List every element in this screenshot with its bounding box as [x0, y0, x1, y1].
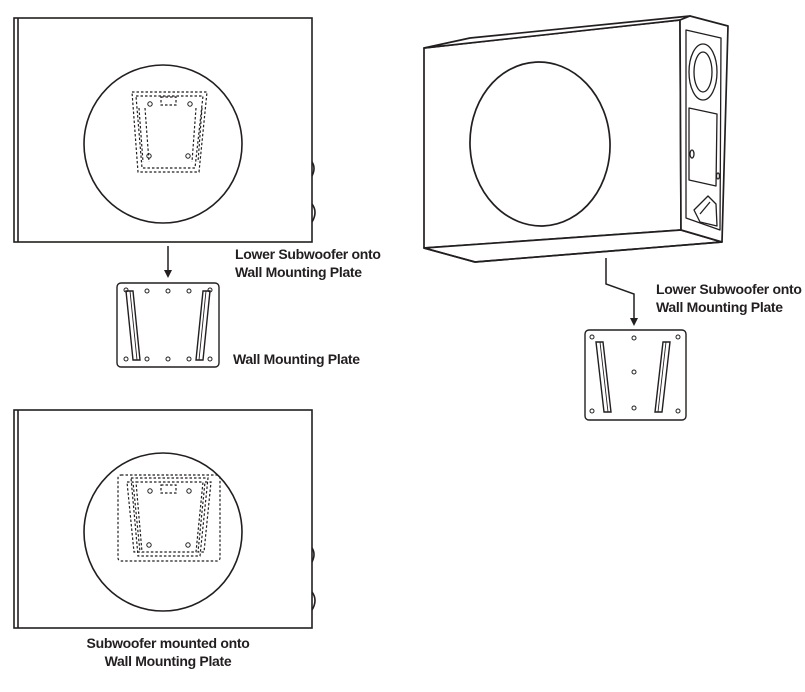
subwoofer-front-view-top [13, 17, 316, 243]
plate-slot-left [595, 341, 612, 413]
hidden-bracket [131, 91, 208, 173]
hidden-bracket [130, 477, 209, 557]
handle-recess [693, 195, 718, 227]
plate-outline [116, 282, 220, 368]
plate-holes [123, 287, 213, 362]
lowering-arrow [605, 258, 638, 326]
bottom-edge [474, 241, 723, 263]
label-line: Wall Mounting Plate [656, 299, 783, 315]
side-bump [311, 591, 316, 611]
label-line: Subwoofer mounted onto [86, 635, 250, 651]
cabinet-front-face [423, 19, 682, 249]
side-bump [311, 161, 315, 177]
port-opening [688, 43, 718, 101]
plate-holes [589, 334, 681, 414]
hidden-plate [117, 474, 221, 562]
label-line: Wall Mounting Plate [104, 653, 232, 669]
cabinet-outline [13, 17, 313, 243]
woofer-grille [469, 61, 611, 227]
plate-slot-right [654, 341, 671, 413]
side-bump [311, 547, 315, 563]
subwoofer-3d-view [423, 15, 729, 263]
side-panel [685, 29, 722, 231]
side-bump [311, 203, 316, 223]
wall-mounting-plate-left [116, 282, 220, 368]
bracket-screws [146, 101, 193, 159]
plate-slot-right [195, 290, 211, 361]
amp-panel [688, 107, 718, 187]
label-line: Lower Subwoofer onto [656, 281, 802, 297]
label-line: Wall Mounting Plate [235, 264, 362, 280]
mounted-label: Subwoofer mounted onto Wall Mounting Pla… [70, 634, 266, 670]
label-line: Lower Subwoofer onto [235, 246, 381, 262]
bottom-edge [423, 247, 476, 263]
subwoofer-front-view-mounted [13, 409, 316, 629]
lower-subwoofer-label-right: Lower Subwoofer onto Wall Mounting Plate [656, 280, 802, 316]
wall-mounting-plate-label: Wall Mounting Plate [233, 351, 360, 367]
woofer-grille [83, 452, 243, 612]
wall-mounting-plate-right [584, 329, 687, 421]
plate-slot-left [125, 290, 141, 361]
plate-outline [584, 329, 687, 421]
bracket-screws [146, 488, 192, 548]
cabinet-outline [13, 409, 313, 629]
lower-subwoofer-label-left: Lower Subwoofer onto Wall Mounting Plate [235, 245, 381, 281]
woofer-grille [83, 64, 243, 224]
